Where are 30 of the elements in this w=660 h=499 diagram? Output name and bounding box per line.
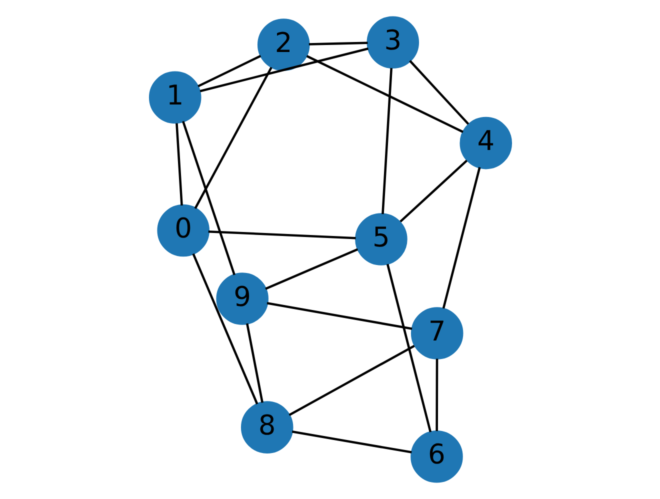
connector — [291, 430, 412, 454]
connector — [194, 66, 272, 209]
node-circle: 4 — [459, 116, 512, 170]
connector — [182, 120, 235, 276]
connector — [175, 123, 182, 206]
connector — [288, 344, 414, 416]
node-circle: 2 — [256, 18, 310, 71]
connector — [264, 248, 358, 290]
connector — [246, 323, 263, 403]
connector — [381, 68, 392, 214]
connector — [208, 230, 356, 240]
node-circle: 8 — [240, 401, 293, 454]
node-circle: 6 — [410, 430, 462, 483]
connector — [408, 60, 469, 125]
node-circle: 5 — [354, 213, 407, 266]
node-circle: 0 — [156, 204, 209, 257]
connector — [306, 55, 463, 133]
connector — [199, 48, 368, 92]
node-circle: 7 — [410, 307, 463, 360]
connector — [197, 54, 261, 88]
node-circle: 9 — [216, 272, 268, 325]
node-circle: 3 — [366, 16, 419, 68]
node-circle: 1 — [148, 71, 201, 124]
connector — [435, 358, 438, 432]
connector — [308, 42, 368, 46]
connector — [442, 167, 480, 309]
connector — [266, 302, 412, 330]
connector — [399, 160, 468, 222]
connector — [386, 264, 432, 432]
connector — [192, 253, 258, 404]
